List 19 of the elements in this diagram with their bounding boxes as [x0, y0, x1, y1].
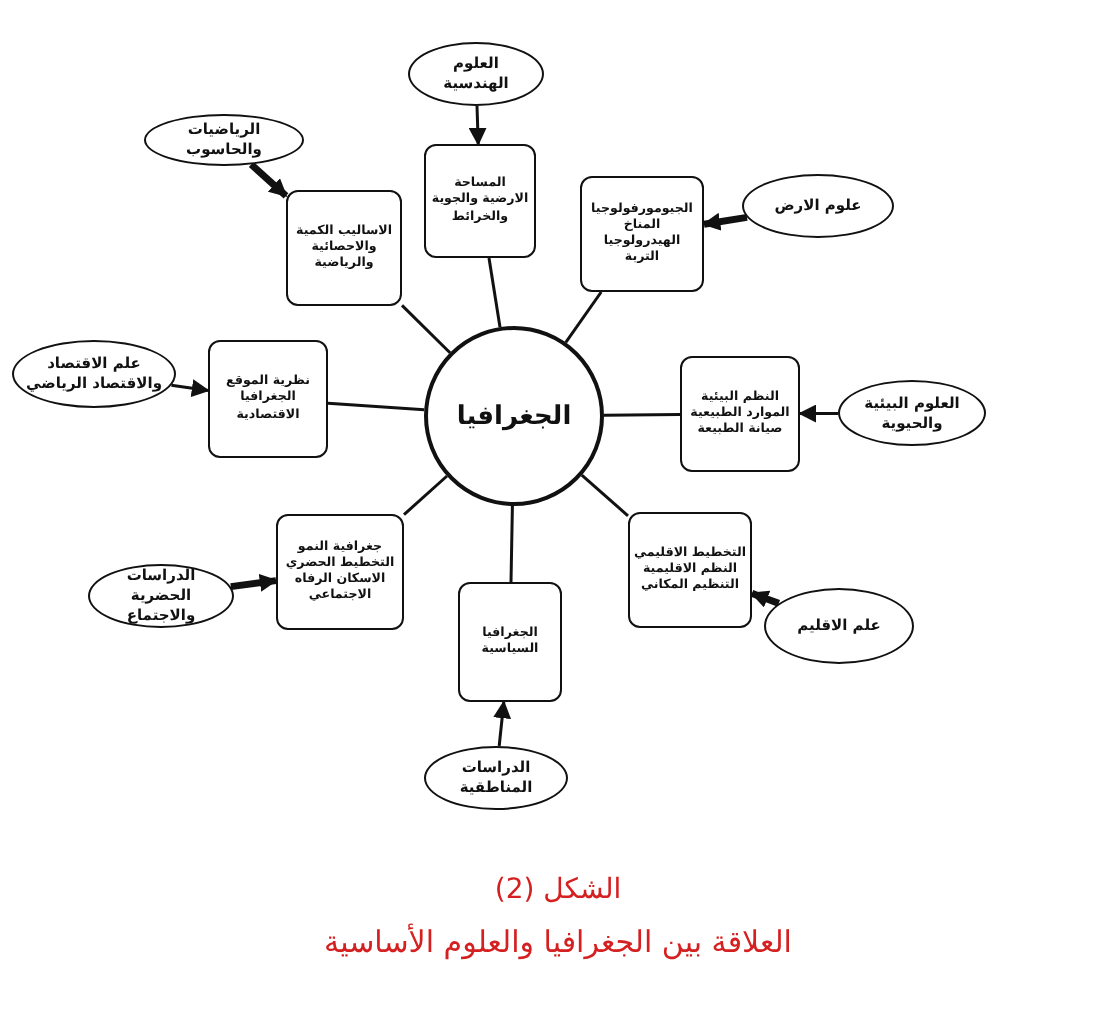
arrow: [468, 105, 487, 146]
arrow: [493, 700, 512, 747]
arrow: [750, 590, 781, 608]
topic-circle: الجغرافيا: [424, 326, 604, 506]
arrow: [248, 161, 289, 199]
connector-line: [487, 257, 502, 328]
figure-number: الشكل (2): [494, 874, 622, 906]
arrow: [230, 573, 278, 592]
connector-line: [400, 304, 452, 354]
arrow: [702, 212, 748, 231]
connector-line: [604, 413, 680, 417]
connector-line: [327, 401, 425, 412]
connector-line: [403, 474, 448, 516]
arrow: [171, 379, 210, 398]
arrow: [798, 404, 838, 423]
connector-line: [509, 505, 514, 583]
figure-caption: العلاقة بين الجغرافيا والعلوم الأساسية: [324, 924, 792, 960]
connector-line: [564, 291, 603, 344]
connector-line: [580, 474, 629, 517]
